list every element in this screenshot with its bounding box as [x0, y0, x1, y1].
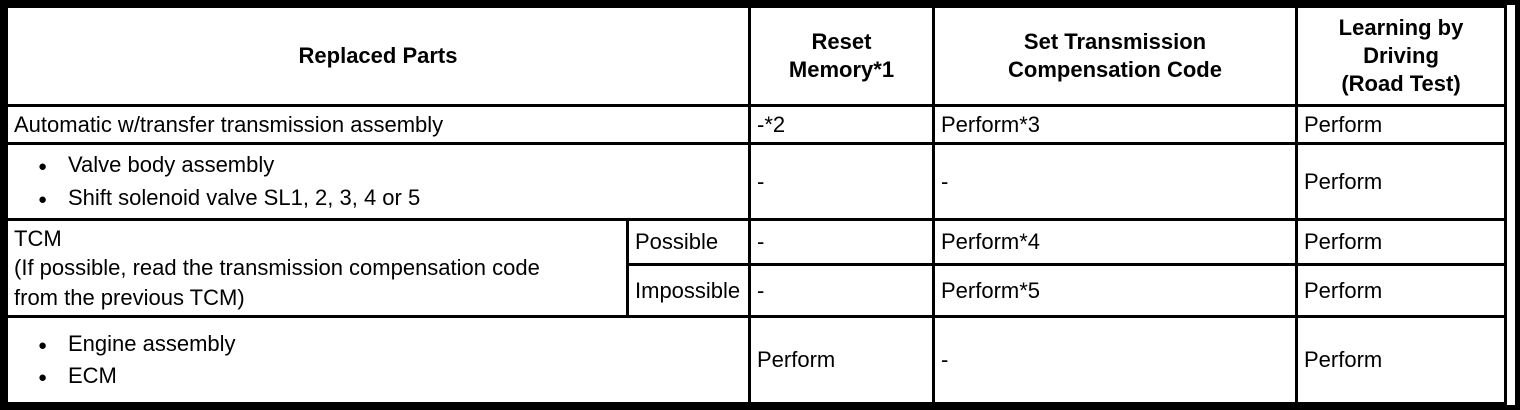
- bullet-icon: ●: [38, 190, 48, 208]
- bullet-icon: ●: [38, 369, 48, 387]
- row-tcm-possible: TCM (If possible, read the transmission …: [5, 218, 1507, 319]
- cell-valve-set-code: -: [932, 141, 1298, 222]
- cell-automatic-learning: Perform: [1295, 104, 1507, 145]
- header-set-compensation-code: Set Transmission Compensation Code: [932, 5, 1298, 107]
- list-item: ● Shift solenoid valve SL1, 2, 3, 4 or 5: [38, 184, 742, 213]
- list-item-label: Valve body assembly: [68, 152, 275, 177]
- cell-engine-reset: Perform: [748, 315, 935, 405]
- row-valve-body: ● Valve body assembly ● Shift solenoid v…: [5, 141, 1507, 222]
- bullet-icon: ●: [38, 336, 48, 354]
- cell-valve-part: ● Valve body assembly ● Shift solenoid v…: [5, 141, 751, 222]
- cell-engine-learning: Perform: [1295, 315, 1507, 405]
- cell-tcm-impossible-set-code: Perform*5: [932, 263, 1298, 319]
- list-item-label: Shift solenoid valve SL1, 2, 3, 4 or 5: [68, 184, 421, 210]
- list-item-label: ECM: [68, 363, 117, 389]
- cell-tcm-possible-reset: -: [748, 218, 935, 267]
- cell-tcm-impossible-label: Impossible: [626, 263, 751, 319]
- cell-tcm-impossible-reset: -: [748, 263, 935, 319]
- transmission-compensation-table: Replaced Parts Reset Memory*1 Set Transm…: [5, 5, 1507, 405]
- row-automatic-transmission: Automatic w/transfer transmission assemb…: [5, 104, 1507, 145]
- bullet-icon: ●: [38, 158, 48, 175]
- cell-tcm-possible-label: Possible: [626, 218, 751, 267]
- cell-valve-learning: Perform: [1295, 141, 1507, 222]
- cell-tcm-possible-learning: Perform: [1295, 218, 1507, 267]
- header-reset-memory: Reset Memory*1: [748, 5, 935, 107]
- cell-tcm-part: TCM (If possible, read the transmission …: [5, 218, 629, 319]
- cell-automatic-reset: -*2: [748, 104, 935, 145]
- cell-automatic-part: Automatic w/transfer transmission assemb…: [5, 104, 751, 145]
- cell-engine-set-code: -: [932, 315, 1298, 405]
- cell-tcm-possible-set-code: Perform*4: [932, 218, 1298, 267]
- cell-automatic-set-code: Perform*3: [932, 104, 1298, 145]
- list-item: ● ECM: [38, 362, 742, 391]
- cell-engine-part: ● Engine assembly ● ECM: [5, 315, 751, 405]
- list-item: ● Engine assembly: [38, 330, 742, 359]
- cell-tcm-impossible-learning: Perform: [1295, 263, 1507, 319]
- header-row: Replaced Parts Reset Memory*1 Set Transm…: [5, 5, 1507, 107]
- header-replaced-parts: Replaced Parts: [5, 5, 751, 107]
- header-learning-by-driving: Learning by Driving (Road Test): [1295, 5, 1507, 107]
- row-tcm-impossible: Impossible - Perform*5 Perform: [7, 263, 1507, 319]
- list-item-label: Engine assembly: [68, 330, 236, 356]
- list-item: ● Valve body assembly: [38, 151, 742, 180]
- cell-valve-reset: -: [748, 141, 935, 222]
- row-engine-ecm: ● Engine assembly ● ECM Perform - Perfor…: [5, 315, 1507, 405]
